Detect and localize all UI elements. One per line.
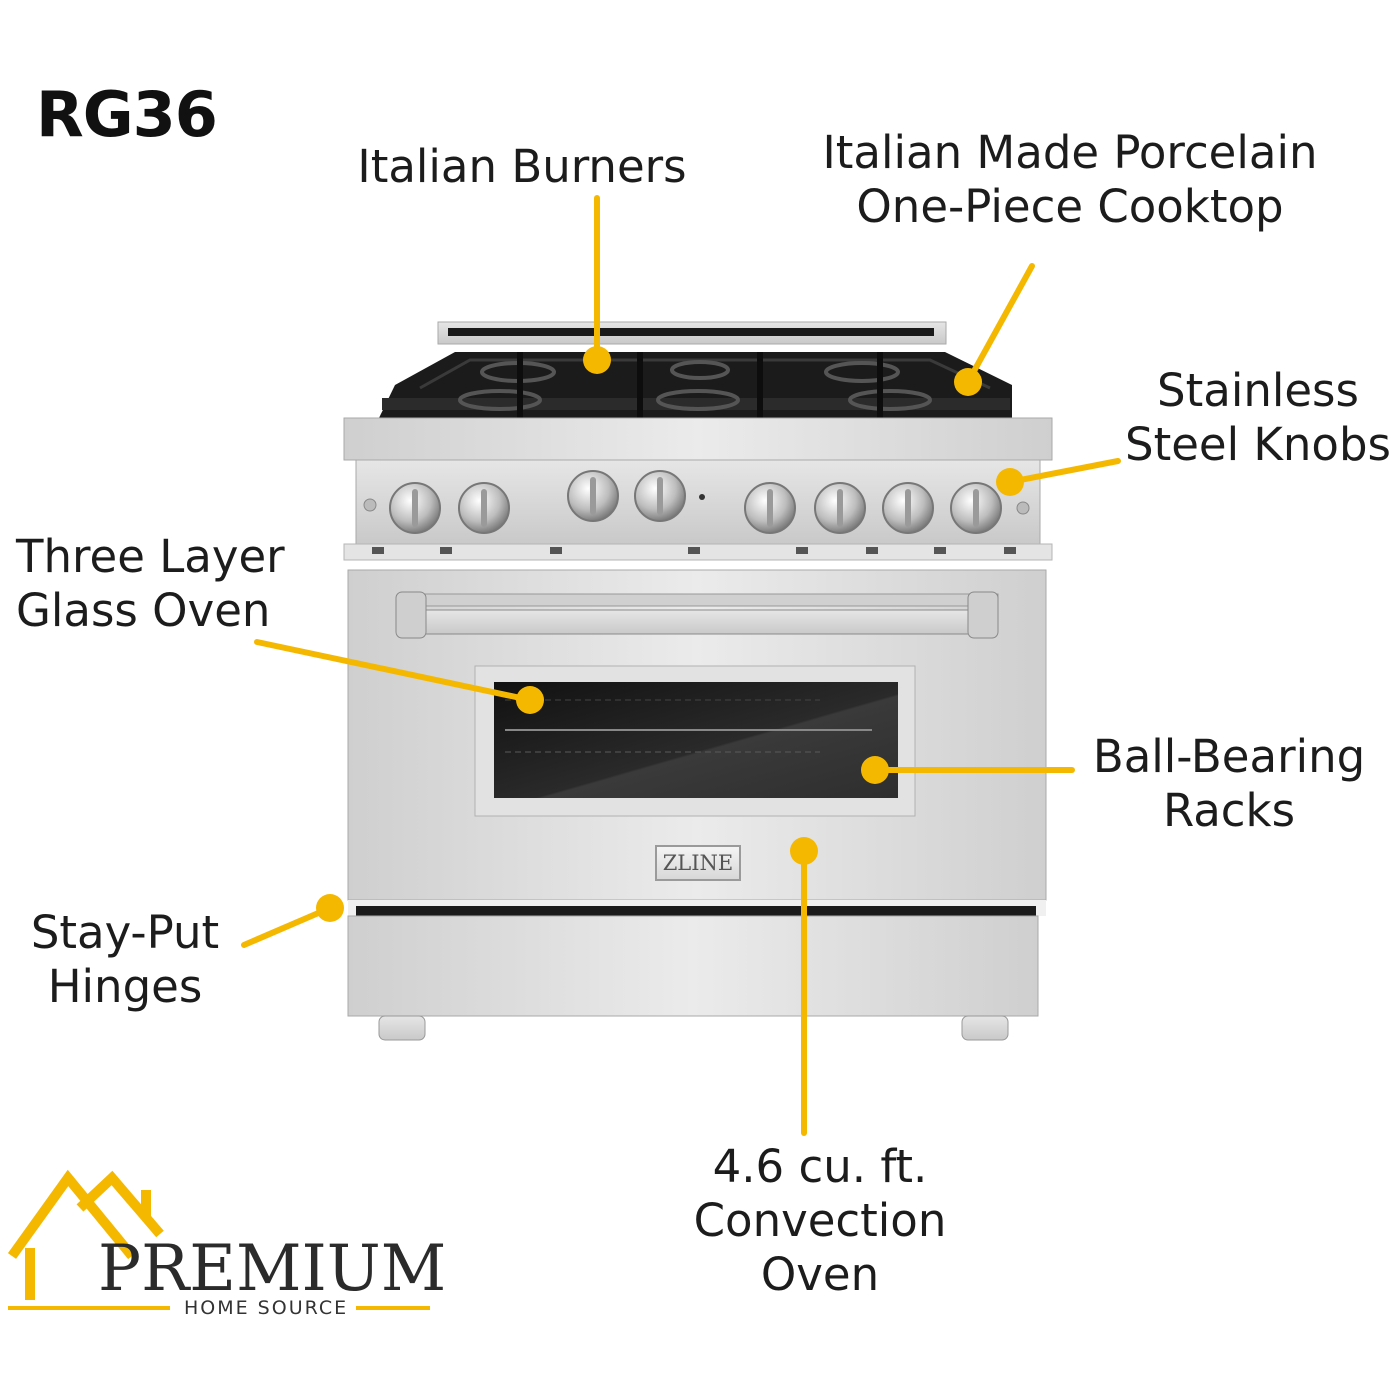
- callout-line: Stay-Put: [30, 906, 220, 959]
- logo-brand: PREMIUM: [98, 1232, 447, 1306]
- callout-line: One-Piece Cooktop: [856, 180, 1284, 233]
- callout-line: Three Layer: [16, 530, 285, 583]
- callout-cooktop: Italian Made Porcelain One-Piece Cooktop: [810, 126, 1330, 234]
- callout-line: Italian Burners: [357, 140, 687, 193]
- oven-window: [494, 682, 898, 798]
- leader-lines: [241, 195, 1121, 1136]
- cooktop-grates: [378, 352, 1012, 420]
- callout-convection: 4.6 cu. ft. Convection Oven: [670, 1140, 970, 1302]
- callout-line: Racks: [1162, 784, 1296, 837]
- callout-line: Hinges: [47, 960, 203, 1013]
- callout-glass-oven: Three Layer Glass Oven: [16, 530, 286, 638]
- model-title: RG36: [36, 78, 218, 151]
- house-roof-icon: [7, 1169, 164, 1300]
- callout-line: Oven: [760, 1248, 880, 1301]
- knob-row: [389, 470, 1002, 534]
- callout-knobs: Stainless Steel Knobs: [1120, 364, 1396, 472]
- callout-line: Stainless: [1157, 364, 1359, 417]
- callout-italian-burners: Italian Burners: [352, 140, 692, 194]
- storage-drawer: [347, 900, 1046, 1017]
- callout-line: Glass Oven: [16, 584, 271, 637]
- oven-handle: [403, 609, 991, 635]
- cooktop-edge: [343, 417, 1053, 461]
- callout-line: Italian Made Porcelain: [822, 126, 1318, 179]
- brand-badge: ZLINE: [655, 845, 741, 881]
- range-feet: [378, 1015, 1009, 1041]
- callout-dots: [316, 346, 1024, 922]
- control-panel: [343, 459, 1053, 561]
- callout-line: Ball-Bearing: [1092, 730, 1366, 783]
- logo-subtitle: HOME SOURCE: [176, 1297, 357, 1319]
- backguard: [437, 321, 947, 345]
- callout-line: 4.6 cu. ft.: [712, 1140, 928, 1193]
- callout-line: Convection: [693, 1194, 947, 1247]
- callout-hinges: Stay-Put Hinges: [20, 906, 230, 1014]
- callout-racks: Ball-Bearing Racks: [1088, 730, 1370, 838]
- callout-line: Steel Knobs: [1125, 418, 1391, 471]
